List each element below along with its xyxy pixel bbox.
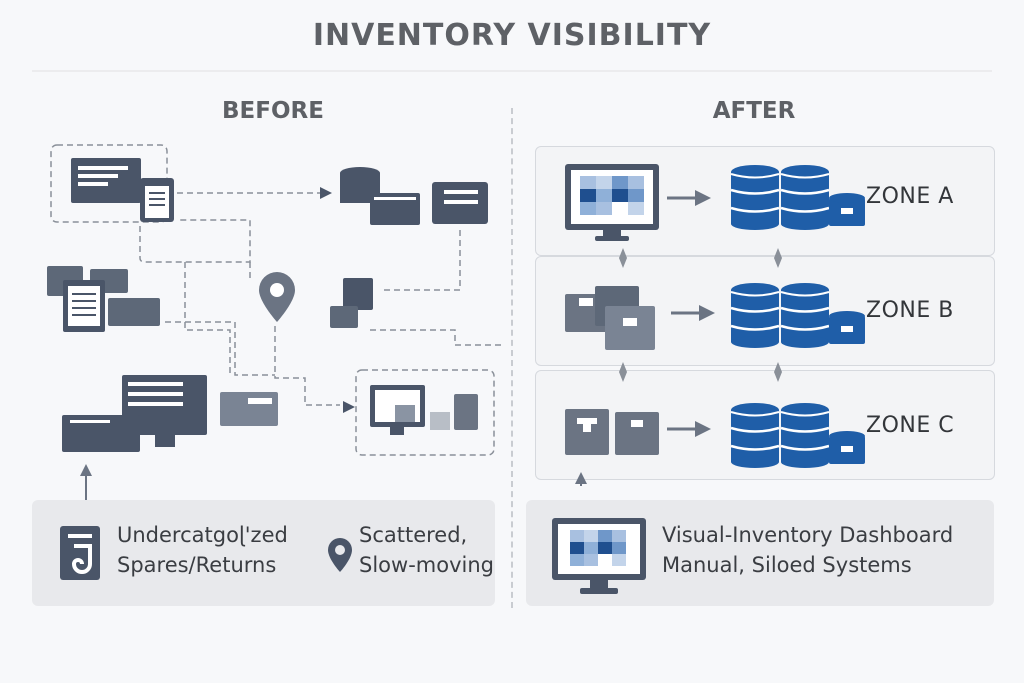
dashboard-monitor-icon — [552, 518, 646, 594]
dashed-connector — [184, 262, 231, 375]
folder-icon — [370, 193, 420, 225]
card-icon — [220, 392, 278, 426]
page-title: INVENTORY VISIBILITY — [312, 18, 712, 53]
clipboard-return-icon — [60, 526, 100, 580]
caption-line: Visual-Inventory Dashboard — [662, 523, 954, 547]
arrow-icon — [667, 190, 711, 206]
diamond-connector-icon — [774, 362, 782, 382]
database-cluster-icon — [731, 165, 865, 230]
database-cluster-icon — [731, 283, 865, 348]
location-pin-icon — [328, 538, 352, 572]
title-divider — [32, 70, 992, 72]
caption-line: Scattered, — [359, 523, 468, 547]
arrow-up-icon — [80, 464, 92, 476]
dashed-connector — [380, 230, 461, 291]
zone-label: ZONE B — [866, 298, 954, 323]
dashed-connector — [165, 321, 275, 376]
diamond-connector-icon — [619, 362, 627, 382]
boxes-icon — [565, 409, 659, 455]
dashed-connector — [370, 329, 505, 346]
arrow-icon — [343, 401, 355, 413]
dashboard-monitor-icon — [565, 164, 659, 241]
lock-icon — [430, 412, 450, 430]
boxes-icon — [343, 278, 373, 310]
arrow-icon — [667, 421, 711, 437]
database-cluster-icon — [731, 403, 865, 468]
dashed-group-box — [355, 369, 495, 456]
caption-line: Spares/Returns — [117, 553, 277, 577]
caption-line: Manual, Siloed Systems — [662, 553, 912, 577]
dashed-connector — [139, 219, 251, 263]
zone-label: ZONE C — [866, 413, 955, 438]
dashed-connector — [274, 326, 340, 406]
after-heading: AFTER — [712, 98, 796, 124]
section-divider — [511, 108, 513, 608]
caption-line: Undercatgoɭ'zed — [117, 523, 288, 547]
caption-line: Slow-moving — [359, 553, 494, 577]
after-caption-panel: Visual-Inventory Dashboard Manual, Siloe… — [526, 500, 994, 606]
after-diagram — [565, 164, 995, 486]
arrow-icon — [320, 187, 332, 199]
document-window-icon — [71, 158, 141, 203]
before-caption-panel: Undercatgoɭ'zed Spares/Returns Scattered… — [32, 500, 495, 606]
package-icon — [62, 415, 140, 452]
zone-label: ZONE A — [866, 184, 954, 209]
before-heading: BEFORE — [222, 98, 324, 124]
arrow-icon — [671, 305, 715, 321]
boxes-icon — [565, 286, 655, 350]
diamond-connector-icon — [774, 248, 782, 268]
arrow-up-icon — [575, 472, 587, 484]
diamond-connector-icon — [619, 248, 627, 268]
before-diagram — [47, 144, 505, 500]
